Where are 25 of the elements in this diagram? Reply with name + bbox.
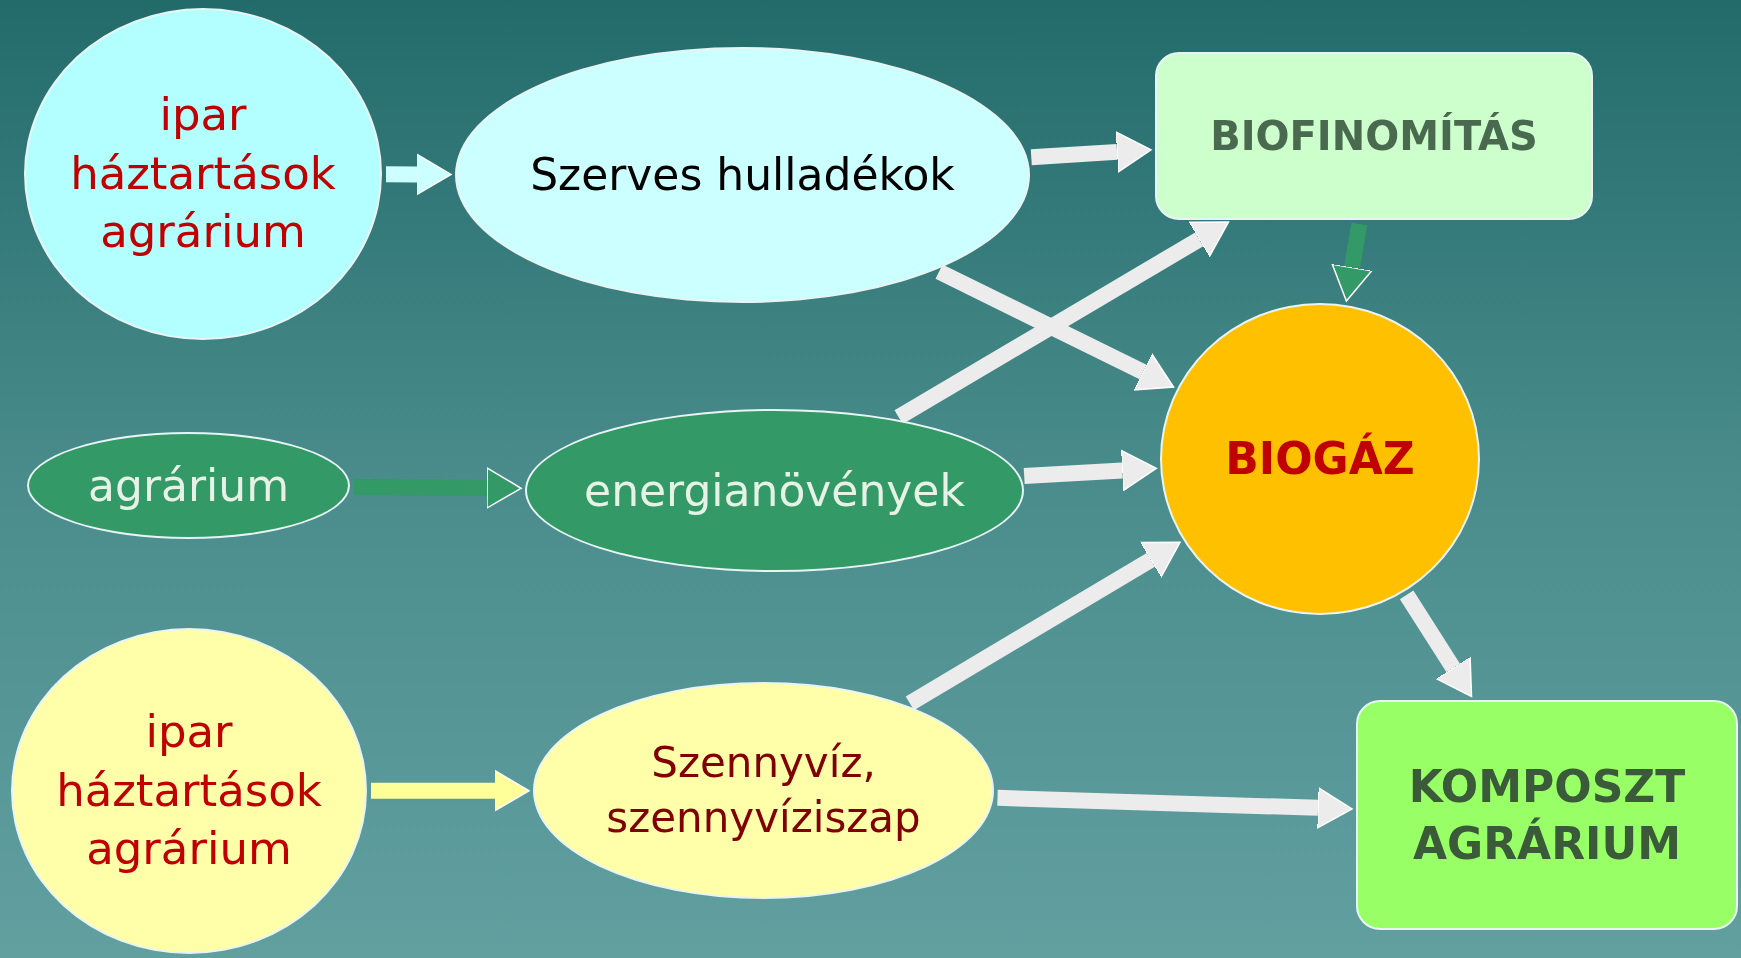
node-label: Szerves hulladékok [530,148,955,203]
node-label: energianövények [584,463,965,518]
node-label: háztartások [56,762,322,819]
node-label: Szennyvíz, szennyvíziszap [605,736,922,844]
arrow [894,221,1230,424]
arrow [1331,222,1373,302]
arrow [353,467,522,509]
arrow [1023,449,1158,492]
process-box [1356,700,1738,930]
node-label: BIOGÁZ [1225,431,1415,487]
arrow [997,787,1353,829]
node-label: KOMPOSZT AGRÁRIUM [1407,759,1687,871]
arrow [386,153,452,196]
node-label: agrárium [86,821,292,878]
arrow [371,770,530,812]
node-label: háztartások [70,145,336,202]
process-box [1155,52,1593,220]
arrow [1399,590,1473,698]
node-label: ipar [159,87,247,144]
arrow [905,541,1181,711]
arrow [1030,131,1152,173]
node-label: agrárium [88,458,289,513]
node-label: BIOFINOMÍTÁS [1210,111,1538,161]
node-label: agrárium [100,204,306,261]
node-label: ipar [145,704,233,761]
